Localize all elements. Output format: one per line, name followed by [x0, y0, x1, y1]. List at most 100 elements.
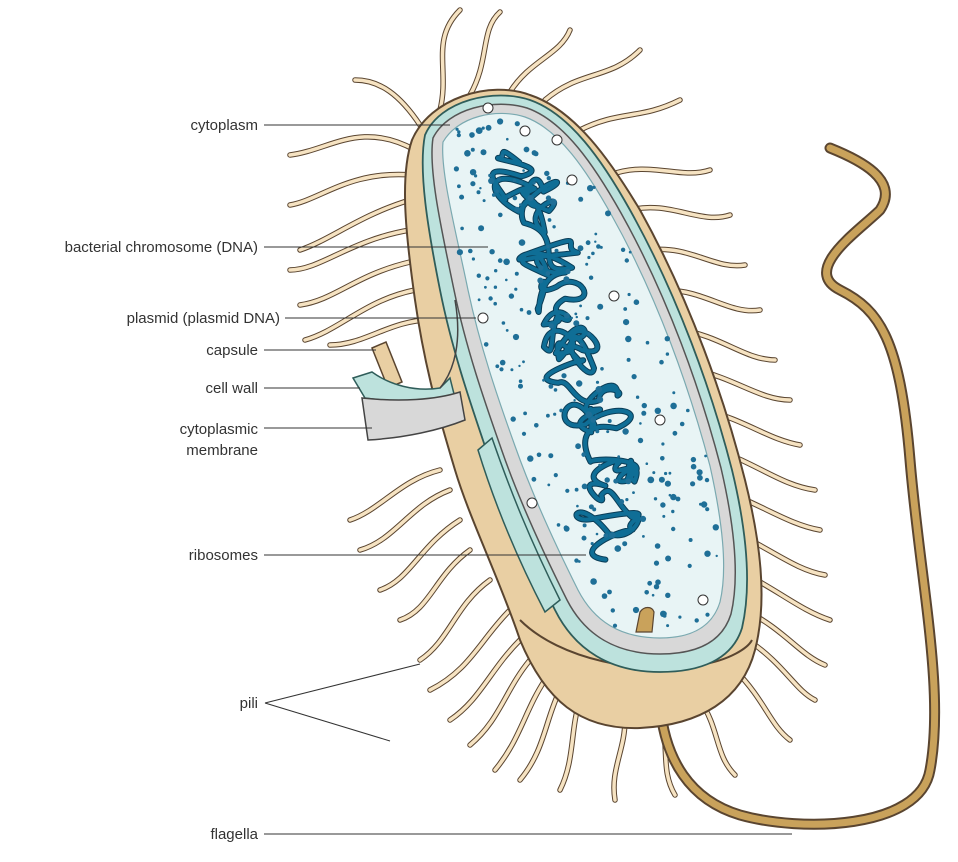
ribosome [546, 414, 550, 418]
ribosome [537, 453, 542, 458]
label-pili: pili [240, 695, 258, 712]
plasmid [698, 595, 708, 605]
ribosome [574, 313, 577, 316]
ribosome [502, 321, 506, 325]
ribosome [486, 125, 492, 131]
label-cell-wall: cell wall [205, 380, 258, 397]
ribosome [613, 624, 617, 628]
ribosome [561, 373, 566, 378]
ribosome [522, 169, 525, 172]
ribosome [597, 397, 603, 403]
leader-pili-a [265, 664, 420, 703]
ribosome [546, 195, 551, 200]
ribosome [514, 207, 519, 212]
ribosome [594, 241, 596, 243]
ribosome [478, 225, 484, 231]
ribosome [574, 558, 578, 562]
ribosome [581, 452, 586, 457]
ribosome [492, 193, 496, 197]
ribosome [575, 443, 581, 449]
ribosome [590, 417, 596, 423]
ribosome [607, 213, 610, 216]
ribosome [655, 543, 661, 549]
ribosome [580, 343, 584, 347]
ribosome [691, 457, 696, 462]
ribosome [484, 286, 487, 289]
ribosome [705, 478, 709, 482]
ribosome [457, 249, 463, 255]
ribosome [670, 403, 677, 410]
ribosome [565, 489, 569, 493]
ribosome [578, 197, 583, 202]
ribosome [469, 132, 475, 138]
ribosome [533, 182, 536, 185]
ribosome [663, 614, 667, 618]
plasmid [527, 498, 537, 508]
ribosome [640, 516, 646, 522]
ribosome [623, 307, 627, 311]
ribosome [576, 316, 578, 318]
pilus [290, 174, 412, 205]
ribosome [665, 556, 671, 562]
ribosome [523, 412, 527, 416]
ribosome [478, 298, 481, 301]
ribosome [485, 276, 489, 280]
ribosome [495, 190, 499, 194]
ribosome [565, 269, 570, 274]
ribosome [587, 256, 590, 259]
ribosome [468, 249, 473, 254]
ribosome [636, 396, 639, 399]
ribosome [596, 533, 599, 536]
ribosome [625, 479, 631, 485]
ribosome [564, 313, 570, 319]
ribosome [510, 368, 513, 371]
ribosome [627, 358, 631, 362]
ribosome [460, 227, 464, 231]
ribosome [506, 329, 509, 332]
ribosome [671, 527, 675, 531]
ribosome [497, 118, 503, 124]
ribosome [596, 381, 599, 384]
ribosome [548, 218, 552, 222]
ribosome [520, 308, 524, 312]
ribosome [503, 259, 510, 266]
ribosome [704, 455, 707, 458]
ribosome [670, 494, 676, 500]
ribosome [608, 419, 612, 423]
ribosome [501, 154, 504, 157]
ribosome [552, 225, 555, 228]
ribosome [634, 299, 640, 305]
ribosome [713, 524, 719, 530]
ribosome [495, 364, 499, 368]
ribosome [474, 174, 477, 177]
ribosome [697, 469, 703, 475]
ribosome [583, 523, 587, 527]
ribosome [690, 481, 695, 486]
ribosome [522, 360, 525, 363]
ribosome [546, 271, 551, 276]
ribosome [498, 258, 503, 263]
ribosome [547, 484, 550, 487]
ribosome [669, 494, 672, 497]
ribosome [524, 147, 530, 153]
ribosome [638, 438, 643, 443]
ribosome [646, 341, 650, 345]
ribosome [705, 613, 709, 617]
ribosome [622, 428, 628, 434]
ribosome [545, 316, 548, 319]
ribosome [519, 239, 526, 246]
ribosome [489, 249, 494, 254]
ribosome [591, 252, 595, 256]
ribosome [628, 293, 631, 296]
ribosome [484, 342, 489, 347]
ribosome [500, 360, 506, 366]
ribosome [576, 380, 582, 386]
ribosome [678, 616, 681, 619]
ribosome [457, 130, 460, 133]
ribosome [586, 316, 590, 320]
ribosome [555, 249, 559, 253]
ribosome [518, 384, 523, 389]
ribosome [561, 264, 563, 266]
plasmid [552, 135, 562, 145]
ribosome [600, 367, 604, 371]
